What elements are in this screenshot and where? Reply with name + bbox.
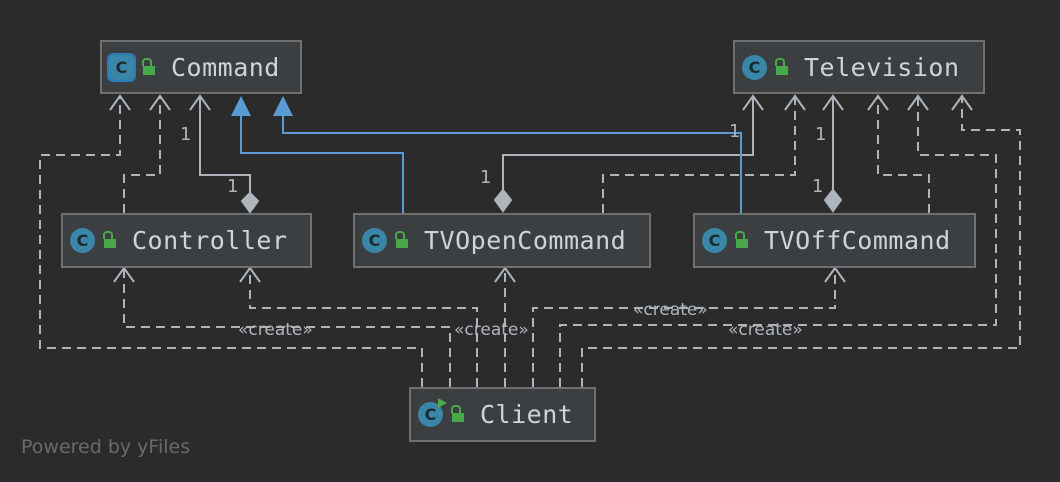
aggregation-controller-command	[189, 94, 260, 214]
create-stereotype-label: «create»	[238, 320, 313, 340]
inheritance-tvopen-command	[231, 96, 404, 213]
class-node-command[interactable]: C Command	[100, 40, 302, 94]
class-icon: C	[742, 54, 767, 80]
multiplicity-label: 1	[815, 124, 826, 145]
class-icon: C	[70, 228, 95, 253]
class-icon: C	[702, 228, 727, 253]
class-name: Television	[804, 52, 960, 82]
create-stereotype-label: «create»	[454, 320, 529, 340]
dependency-edges	[39, 98, 1021, 387]
class-name: Controller	[132, 226, 288, 255]
inheritance-tvoff-command	[273, 96, 742, 213]
class-icon: C	[107, 52, 136, 82]
multiplicity-label: 1	[812, 176, 823, 197]
aggregation-tvopen-television	[493, 94, 764, 213]
class-name: TVOpenCommand	[424, 226, 627, 255]
class-name: TVOffCommand	[764, 226, 951, 255]
class-node-tvoffcommand[interactable]: C TVOffCommand	[693, 213, 976, 268]
class-name: Client	[480, 400, 574, 429]
public-lock-icon	[395, 231, 408, 248]
multiplicity-label: 1	[729, 121, 740, 142]
class-node-tvopencommand[interactable]: C TVOpenCommand	[353, 213, 651, 268]
public-lock-icon	[103, 231, 116, 248]
class-name: Command	[171, 52, 280, 82]
aggregation-tvoff-television	[822, 94, 844, 213]
dependency-arrowheads	[109, 94, 973, 283]
class-node-television[interactable]: C Television	[733, 40, 985, 94]
class-icon: C	[362, 228, 387, 253]
yfiles-watermark: Powered by yFiles	[21, 436, 191, 458]
multiplicity-label: 1	[227, 176, 238, 197]
public-lock-icon	[775, 57, 788, 75]
multiplicity-label: 1	[480, 167, 491, 188]
public-lock-icon	[142, 57, 155, 75]
public-lock-icon	[451, 405, 464, 422]
public-lock-icon	[735, 231, 748, 248]
create-stereotype-label: «create»	[728, 320, 803, 340]
multiplicity-label: 1	[180, 124, 191, 145]
create-stereotype-label: «create»	[633, 300, 708, 320]
runnable-class-icon: C	[418, 398, 447, 427]
class-node-controller[interactable]: C Controller	[61, 213, 312, 268]
class-node-client[interactable]: C Client	[409, 387, 596, 442]
